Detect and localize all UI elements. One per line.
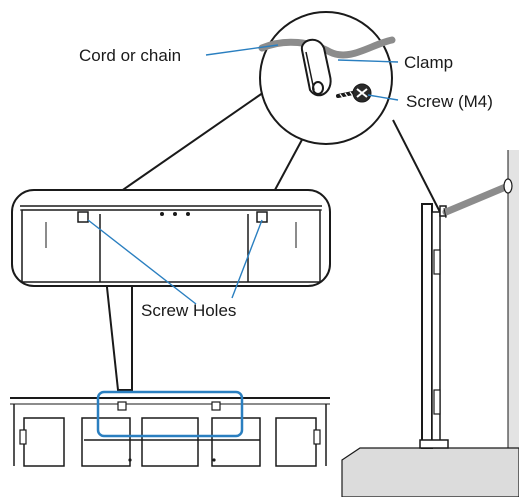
wall	[508, 150, 519, 470]
magnifier-detail	[87, 11, 442, 215]
monitor-bottom-view	[10, 390, 330, 467]
clamp-icon	[300, 38, 332, 97]
cord-side	[442, 182, 512, 216]
callout-lines	[87, 44, 399, 305]
side-view	[341, 150, 519, 497]
monitor-back-panel	[11, 189, 331, 391]
cord-detail	[258, 36, 396, 59]
screw-icon	[336, 83, 372, 103]
label-screw-holes: Screw Holes	[141, 301, 236, 320]
screw-holes-highlight	[96, 390, 244, 438]
label-cord-or-chain: Cord or chain	[79, 46, 181, 65]
label-screw: Screw (M4)	[406, 92, 493, 111]
floor	[341, 447, 519, 497]
label-clamp: Clamp	[404, 53, 453, 72]
